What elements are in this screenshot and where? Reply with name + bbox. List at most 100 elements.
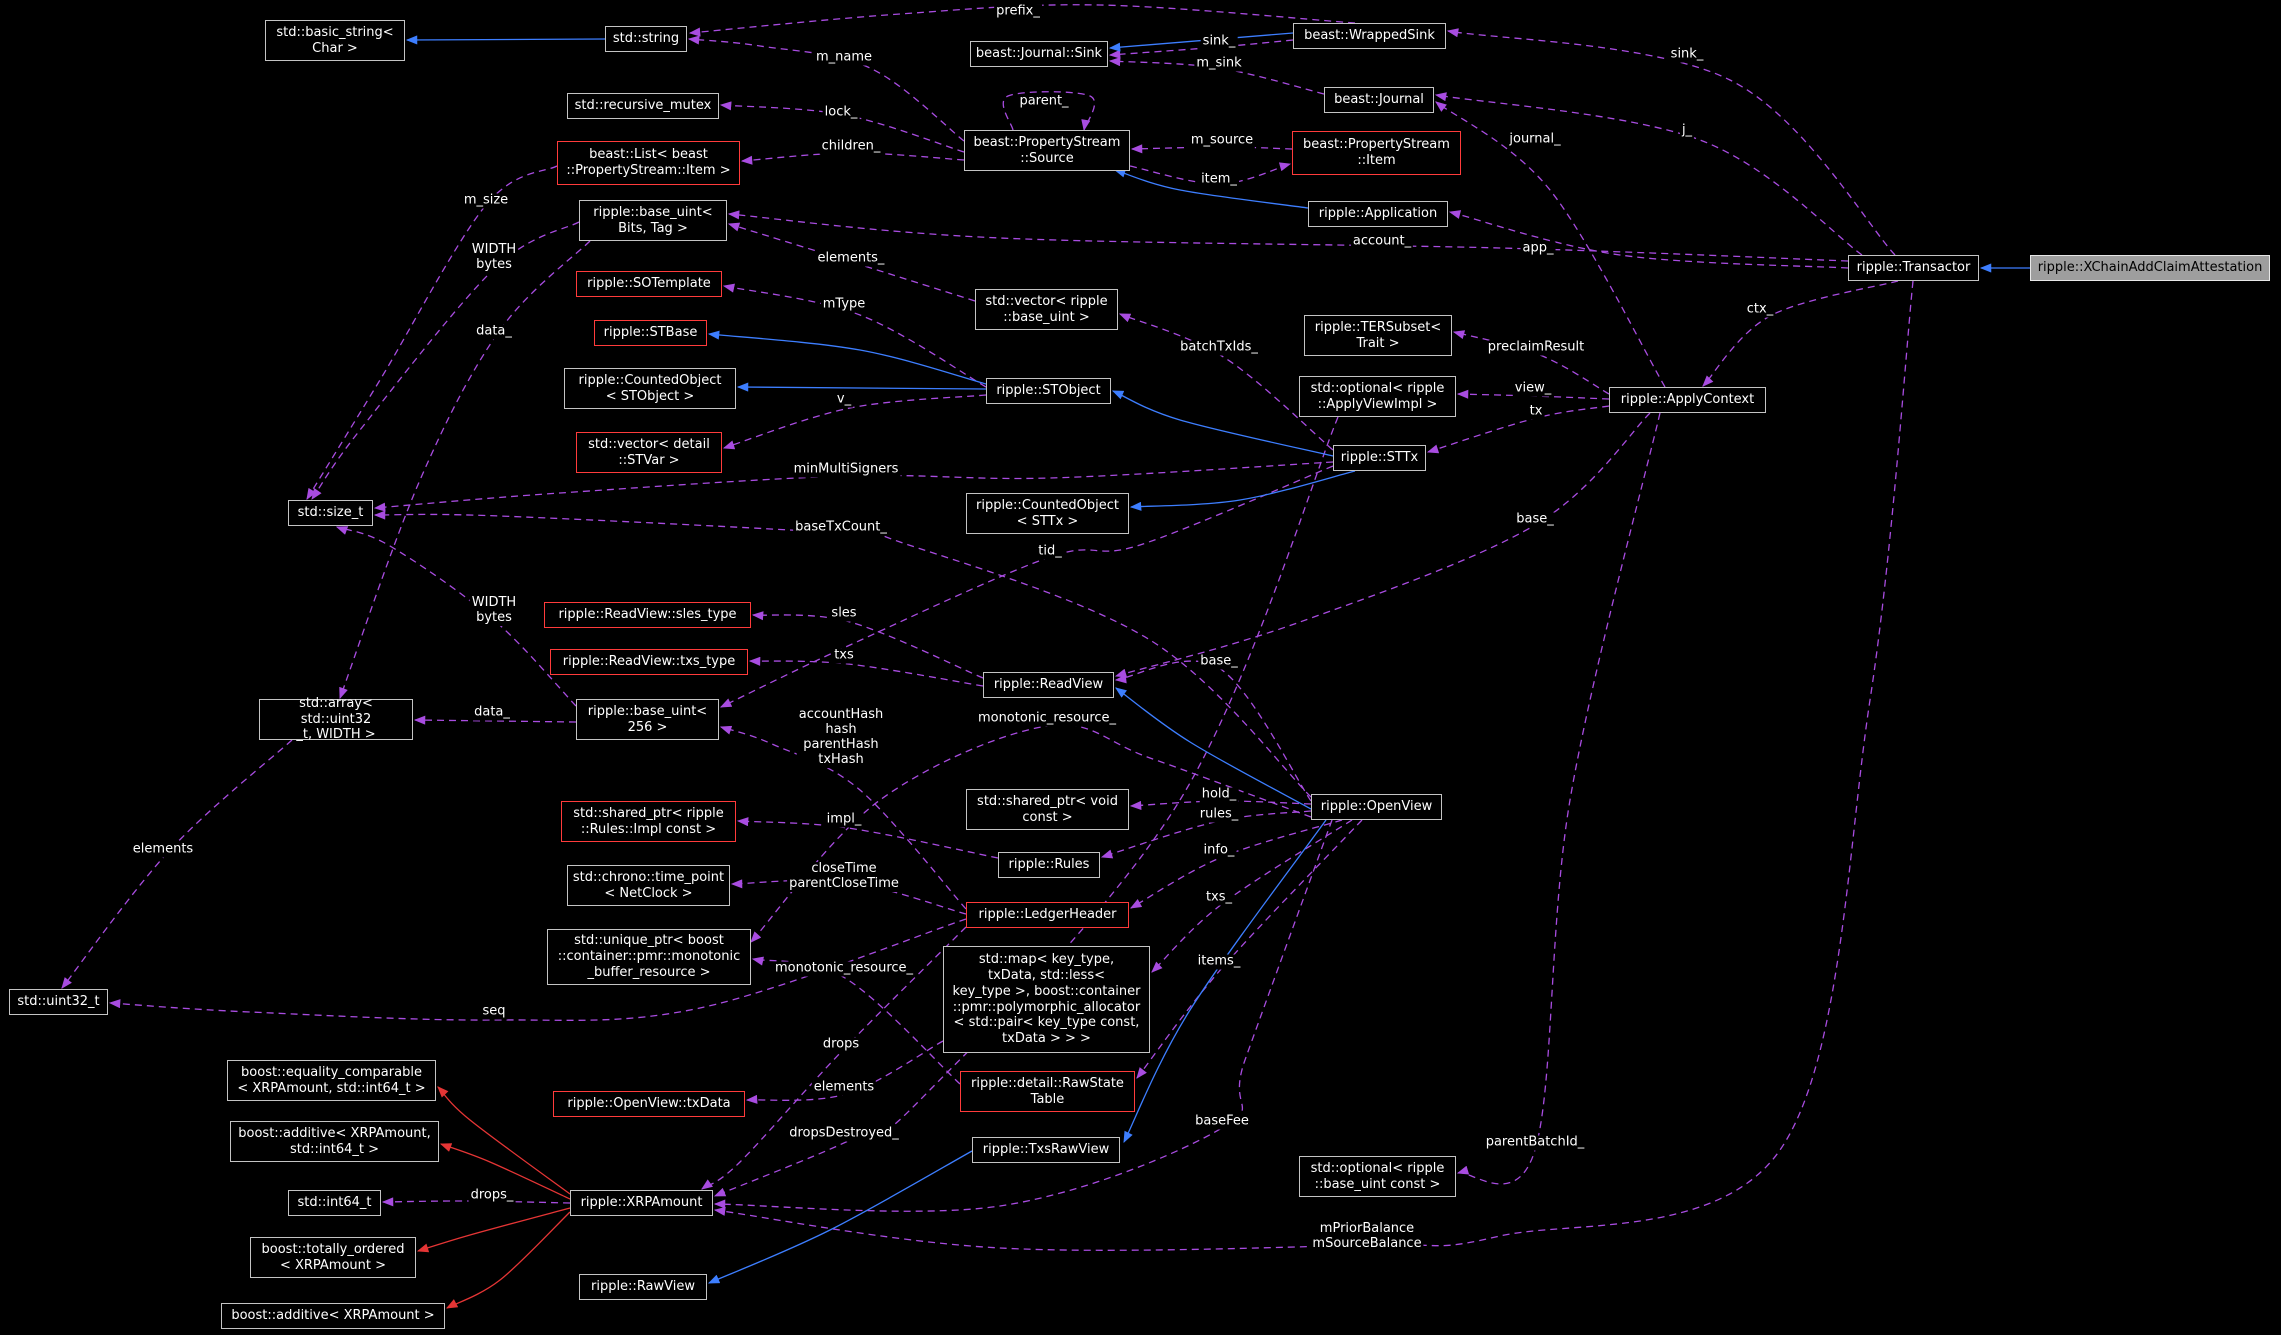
edge-label-data-: data_ [472,704,512,721]
class-node-base-uint-bits-tag[interactable]: ripple::base_uint< Bits, Tag > [579,200,727,241]
edge-openview-to-xrpamount [713,819,1333,1212]
edge-stobject-to-sotemplate [722,283,987,388]
edge-openview-to-unique-ptr-monotonic [750,724,1312,943]
edge-stobject-to-stbase [707,330,987,385]
edge-label-rules-: rules_ [1197,806,1241,823]
edge-applycontext-to-optional-base-uint [1456,412,1661,1185]
edge-label-closetime-parentclosetime: closeTime parentCloseTime [787,861,901,892]
edge-label-tid-: tid_ [1036,543,1064,560]
edge-label-lock-: lock_ [822,104,860,121]
class-node-sotemplate[interactable]: ripple::SOTemplate [576,271,722,297]
edge-label-hold-: hold_ [1199,786,1239,803]
class-node-application[interactable]: ripple::Application [1308,201,1448,227]
edge-label-m-sink: m_sink [1194,55,1244,72]
class-node-ledgerheader[interactable]: ripple::LedgerHeader [966,902,1129,928]
edge-label-parentbatchid-: parentBatchId_ [1483,1134,1587,1151]
class-node-std-string[interactable]: std::string [605,26,687,52]
class-node-rawview[interactable]: ripple::RawView [579,1274,707,1300]
class-node-unique-ptr-monotonic[interactable]: std::unique_ptr< boost ::container::pmr:… [547,929,751,985]
edge-label-j-: j_ [1679,122,1695,139]
edge-base-uint-256-to-size-t [335,526,577,707]
class-node-stbase[interactable]: ripple::STBase [594,320,707,346]
class-node-propertystream-item[interactable]: beast::PropertyStream ::Item [1292,131,1461,175]
edge-label-txs-: txs_ [1203,889,1235,906]
class-node-rules[interactable]: ripple::Rules [998,852,1100,878]
class-node-readview[interactable]: ripple::ReadView [983,672,1114,698]
class-node-vector-stvar[interactable]: std::vector< detail ::STVar > [576,432,722,473]
edge-std-array-to-uint32-t [61,739,293,989]
edge-label-tx: tx [1527,403,1545,420]
class-node-int64-t[interactable]: std::int64_t [288,1190,381,1216]
edge-propertystream-item-to-propertystream-source [1130,144,1293,154]
class-node-txs-type[interactable]: ripple::ReadView::txs_type [550,649,748,675]
class-node-uint32-t[interactable]: std::uint32_t [9,989,108,1015]
class-node-rawstatetable[interactable]: ripple::detail::RawState Table [960,1071,1135,1112]
edge-label-basefee: baseFee [1193,1113,1251,1130]
class-node-txsrawview[interactable]: ripple::TxsRawView [972,1137,1120,1163]
edge-openview-to-readview [1114,660,1312,802]
class-node-recursive-mutex[interactable]: std::recursive_mutex [567,93,719,119]
class-node-applycontext[interactable]: ripple::ApplyContext [1609,387,1766,413]
class-node-vector-base-uint[interactable]: std::vector< ripple ::base_uint > [975,289,1118,330]
class-node-xchain-add-claim-attestation[interactable]: ripple::XChainAddClaimAttestation [2030,255,2270,281]
class-node-journal-sink[interactable]: beast::Journal::Sink [970,41,1108,67]
class-node-sles-type[interactable]: ripple::ReadView::sles_type [544,602,751,628]
class-node-transactor[interactable]: ripple::Transactor [1848,255,1979,281]
class-node-journal[interactable]: beast::Journal [1324,87,1434,113]
edge-beast-list-to-size-t [306,165,558,500]
class-node-shared-ptr-rules-impl[interactable]: std::shared_ptr< ripple ::Rules::Impl co… [561,801,736,842]
class-node-txs-map[interactable]: std::map< key_type, txData, std::less< k… [943,946,1150,1053]
edge-label-items-: items_ [1195,953,1243,970]
edge-transactor-to-applycontext [1702,280,1899,387]
edge-label-mpriorbalance-msourcebalance: mPriorBalance mSourceBalance [1310,1221,1424,1252]
edge-base-uint-256-to-std-array [413,715,577,725]
edge-label-impl-: impl_ [824,811,864,828]
edge-openview-to-ledgerheader [1130,819,1343,909]
class-node-openview-txdata[interactable]: ripple::OpenView::txData [553,1091,745,1117]
class-node-countedobject-sttx[interactable]: ripple::CountedObject < STTx > [966,493,1129,534]
class-node-basic-string[interactable]: std::basic_string< Char > [265,20,405,61]
edge-label-minmultisigners: minMultiSigners [791,461,901,478]
edge-label-m-source: m_source [1188,132,1256,149]
edge-label-ctx-: ctx_ [1744,301,1776,318]
class-node-base-uint-256[interactable]: ripple::base_uint< 256 > [576,699,719,740]
edge-label-seq: seq [480,1003,508,1020]
class-node-xrpamount[interactable]: ripple::XRPAmount [570,1190,713,1216]
edge-label-elements: elements [811,1079,877,1096]
class-node-shared-ptr-void[interactable]: std::shared_ptr< void const > [966,789,1129,830]
class-node-time-point[interactable]: std::chrono::time_point < NetClock > [567,865,730,906]
edge-label-monotonic-resource-: monotonic_resource_ [772,960,916,977]
class-node-openview[interactable]: ripple::OpenView [1311,794,1442,820]
class-node-sttx[interactable]: ripple::STTx [1333,445,1426,471]
edge-txsrawview-to-rawview [707,1150,973,1284]
edge-transactor-to-base-uint-bits-tag [727,210,1849,262]
class-node-additive-xrp[interactable]: boost::additive< XRPAmount > [221,1303,445,1329]
edge-label-m-name: m_name [813,49,875,66]
edge-stobject-to-vector-stvar [722,394,987,450]
class-node-stobject[interactable]: ripple::STObject [986,378,1111,404]
edge-label-v-: v_ [834,391,854,408]
edge-label-data-: data_ [474,323,514,340]
class-node-wrapped-sink[interactable]: beast::WrappedSink [1293,23,1446,49]
edge-application-to-propertystream-source [1113,168,1309,209]
edge-transactor-to-journal [1434,92,1863,256]
edge-propertystream-source-to-std-string [687,35,965,142]
edge-openview-to-shared-ptr-void [1129,800,1312,810]
edge-sttx-to-vector-base-uint [1118,313,1334,451]
edge-label-drops: drops [820,1036,862,1053]
class-node-countedobject-stobject[interactable]: ripple::CountedObject < STObject > [564,368,736,409]
class-node-optional-applyviewimpl[interactable]: std::optional< ripple ::ApplyViewImpl > [1299,376,1456,417]
class-node-propertystream-source[interactable]: beast::PropertyStream ::Source [964,130,1130,171]
edge-label-preclaimresult: preclaimResult [1485,339,1587,356]
class-node-additive-int64[interactable]: boost::additive< XRPAmount, std::int64_t… [230,1121,439,1162]
class-node-totally-ordered[interactable]: boost::totally_ordered < XRPAmount > [250,1237,416,1278]
edge-openview-to-txsrawview [1123,819,1327,1144]
class-node-tersubset[interactable]: ripple::TERSubset< Trait > [1304,315,1452,356]
class-node-std-array[interactable]: std::array< std::uint32 _t, WIDTH > [259,696,413,742]
edge-sttx-to-countedobject-sttx [1129,470,1356,511]
class-node-optional-base-uint[interactable]: std::optional< ripple ::base_uint const … [1299,1156,1456,1197]
class-node-equality-comparable[interactable]: boost::equality_comparable < XRPAmount, … [227,1060,436,1101]
class-node-beast-list[interactable]: beast::List< beast ::PropertyStream::Ite… [557,141,740,185]
class-node-size-t[interactable]: std::size_t [288,500,373,526]
edge-xrpamount-to-additive-int64 [439,1143,571,1200]
